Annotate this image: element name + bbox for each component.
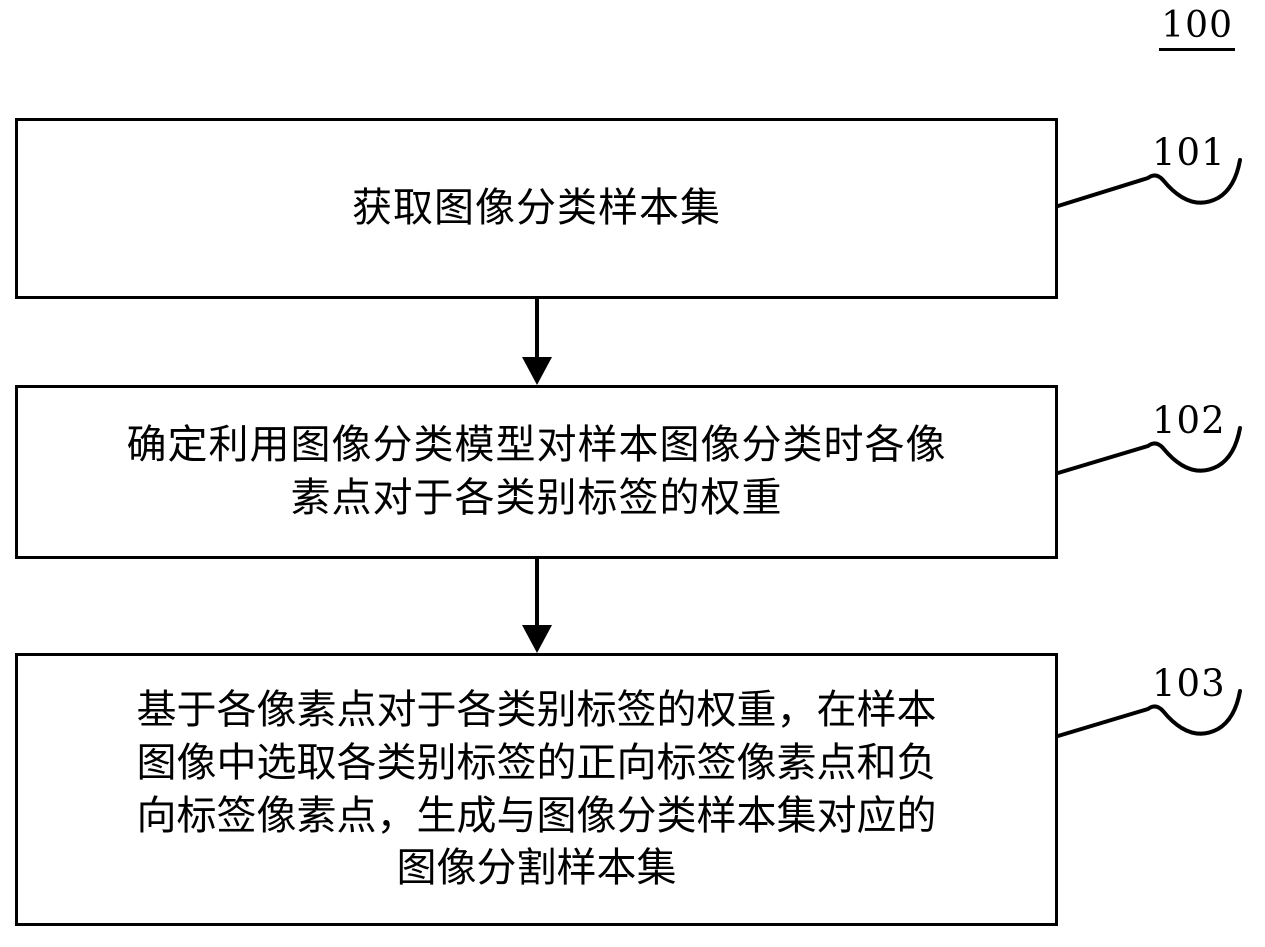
process-box-103-line-1: 基于各像素点对于各类别标签的权重，在样本	[136, 686, 937, 733]
reference-number-101: 101	[1152, 131, 1226, 174]
process-box-103: 基于各像素点对于各类别标签的权重，在样本 图像中选取各类别标签的正向标签像素点和…	[15, 653, 1058, 926]
process-box-103-line-2: 图像中选取各类别标签的正向标签像素点和负	[136, 739, 937, 786]
process-box-101-line-1: 获取图像分类样本集	[352, 185, 721, 232]
process-box-103-line-3: 向标签像素点，生成与图像分类样本集对应的	[136, 792, 937, 839]
reference-number-102: 102	[1152, 399, 1226, 442]
process-box-103-line-4: 图像分割样本集	[396, 845, 677, 892]
process-box-102: 确定利用图像分类模型对样本图像分类时各像 素点对于各类别标签的权重	[15, 385, 1058, 559]
process-box-102-line-2: 素点对于各类别标签的权重	[290, 475, 783, 521]
reference-number-103: 103	[1152, 662, 1226, 705]
process-box-101: 获取图像分类样本集	[15, 118, 1058, 299]
process-box-102-line-1: 确定利用图像分类模型对样本图像分类时各像	[126, 422, 947, 469]
figure-number: 100	[1159, 8, 1235, 51]
